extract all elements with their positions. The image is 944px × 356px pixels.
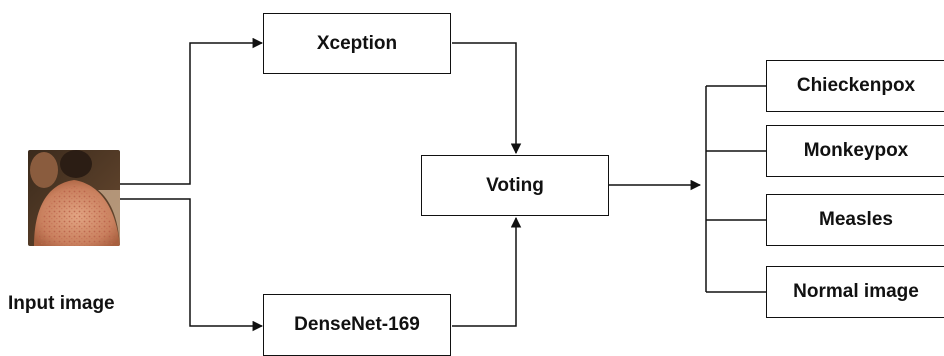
edge-xception-to-voting [452,42,522,155]
xception-node: Xception [263,13,451,74]
input-image-label: Input image [8,293,115,314]
output-normal-image: Normal image [766,266,944,318]
edge-input-to-densenet [120,198,264,332]
output-chickenpox: Chieckenpox [766,60,944,112]
output-monkeypox: Monkeypox [766,125,944,177]
input-image-photo [28,150,120,246]
voting-node: Voting [421,155,609,216]
output-measles: Measles [766,194,944,246]
skin-rash-photo-icon [28,150,120,246]
edge-densenet-to-voting [452,216,522,327]
densenet-169-node: DenseNet-169 [263,294,451,356]
edge-input-to-xception [120,37,264,185]
